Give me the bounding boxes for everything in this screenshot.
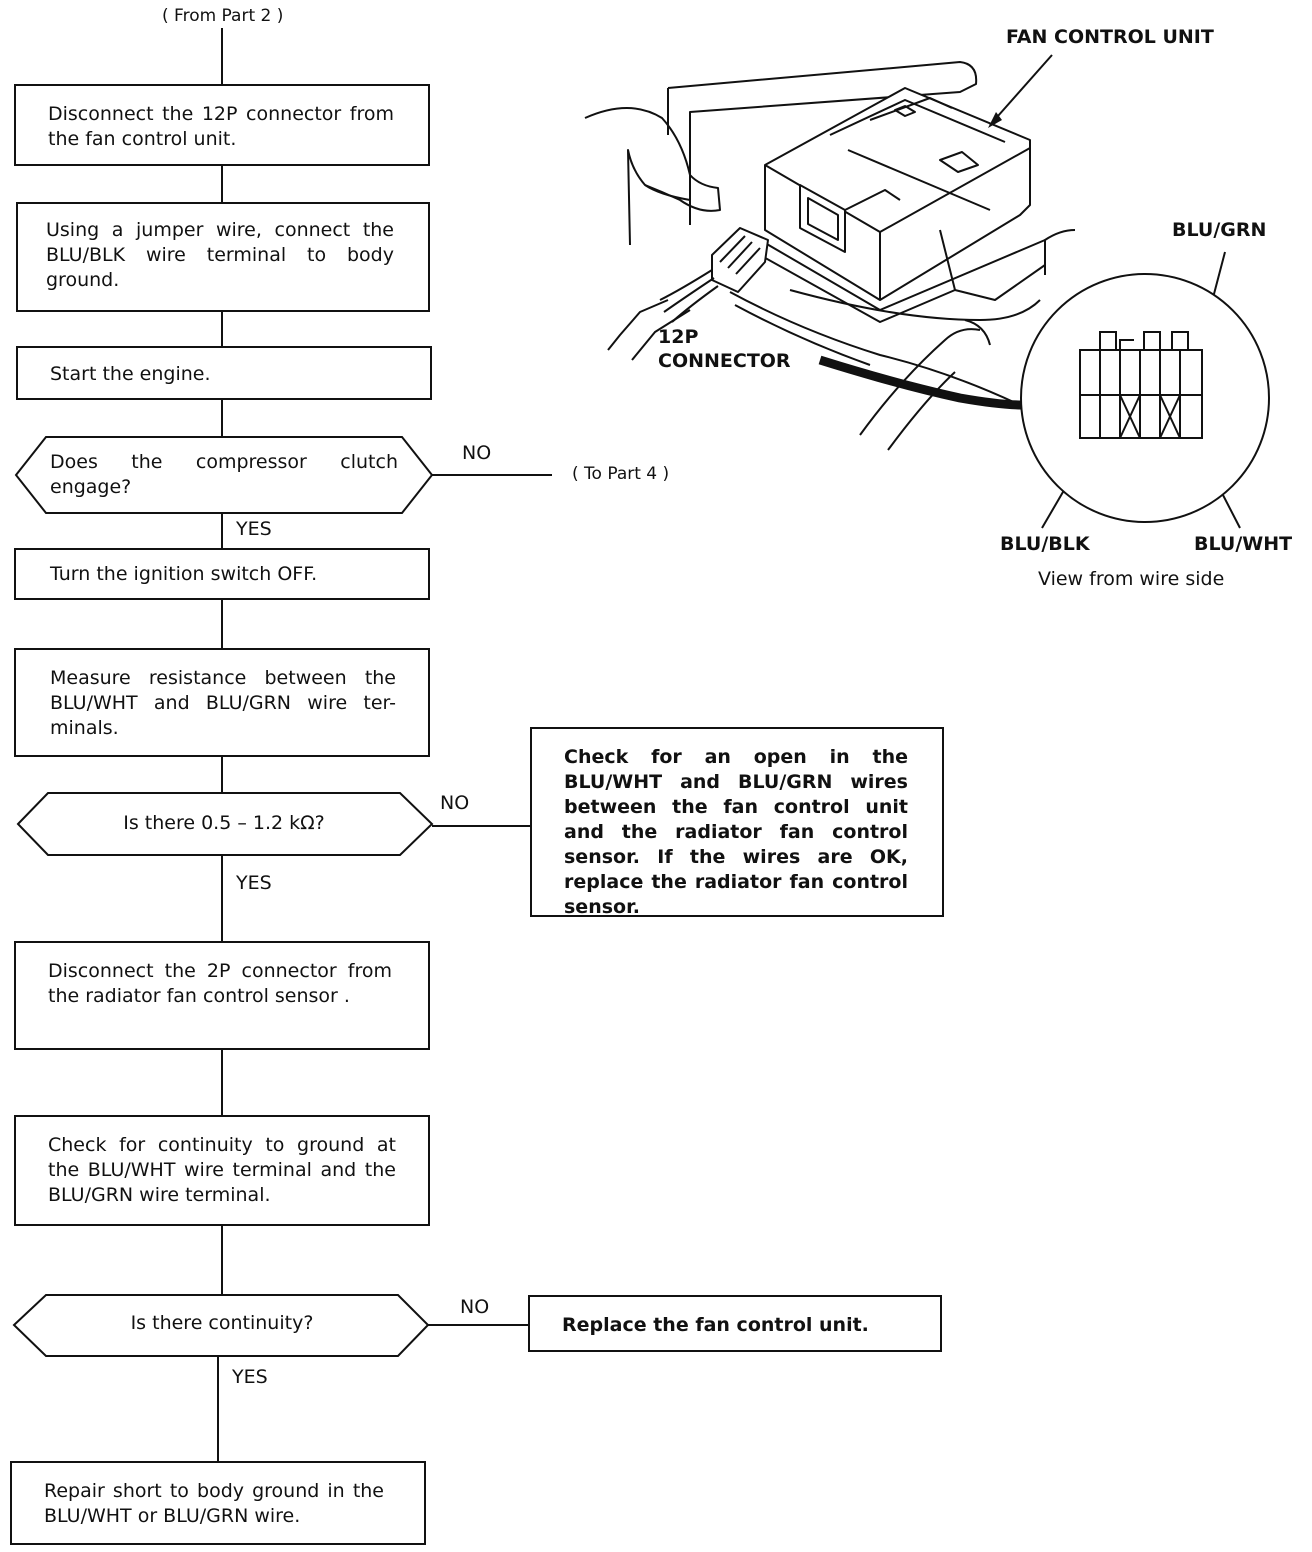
step-jumper-wire: Using a jumper wire, connect the BLU/BLK… — [16, 202, 430, 312]
branch-replace-fan-control-unit: Replace the fan control unit. — [528, 1295, 942, 1352]
view-from-wire-side-caption: View from wire side — [1038, 568, 1225, 590]
yes-label-resistance: YES — [236, 872, 272, 894]
blu-grn-label: BLU/GRN — [1172, 219, 1267, 241]
step-disconnect-2p: Disconnect the 2P connector from the rad… — [14, 941, 430, 1050]
from-part-reference: ( From Part 2 ) — [162, 6, 284, 26]
no-label-continuity: NO — [460, 1296, 490, 1318]
no-label-clutch: NO — [462, 442, 492, 464]
decision-clutch-engage: Does the compressor clutch engage? — [50, 451, 398, 498]
step-start-engine: Start the engine. — [16, 346, 432, 400]
step-check-continuity: Check for continuity to ground at the BL… — [14, 1115, 430, 1226]
decision-shape-resistance — [16, 792, 434, 856]
connector-12p-label-line1: 12P — [658, 326, 699, 348]
step-repair-short: Repair short to body ground in the BLU/W… — [10, 1461, 426, 1545]
blu-blk-label: BLU/BLK — [1000, 533, 1090, 555]
step-measure-resistance: Measure resistance between the BLU/WHT a… — [14, 648, 430, 757]
step-disconnect-12p: Disconnect the 12P connector from the fa… — [14, 84, 430, 166]
connector-12p-label-line2: CONNECTOR — [658, 350, 791, 372]
decision-shape-clutch — [14, 436, 434, 514]
fan-control-unit-illustration — [584, 61, 1076, 451]
step-turn-ignition-off: Turn the ignition switch OFF. — [14, 548, 430, 600]
no-label-resistance: NO — [440, 792, 470, 814]
yes-label-continuity: YES — [232, 1366, 268, 1388]
yes-label-clutch: YES — [236, 518, 272, 540]
blu-wht-label: BLU/WHT — [1194, 533, 1293, 555]
connector-view-circle — [1020, 273, 1270, 523]
fan-control-unit-label: FAN CONTROL UNIT — [1006, 26, 1214, 48]
to-part-reference: ( To Part 4 ) — [572, 464, 670, 484]
decision-shape-continuity — [12, 1294, 430, 1357]
decision-resistance-range: Is there 0.5 – 1.2 kΩ? — [123, 812, 325, 834]
branch-check-open-wires: Check for an open in the BLU/WHT and BLU… — [530, 727, 944, 918]
decision-continuity: Is there continuity? — [130, 1312, 314, 1334]
